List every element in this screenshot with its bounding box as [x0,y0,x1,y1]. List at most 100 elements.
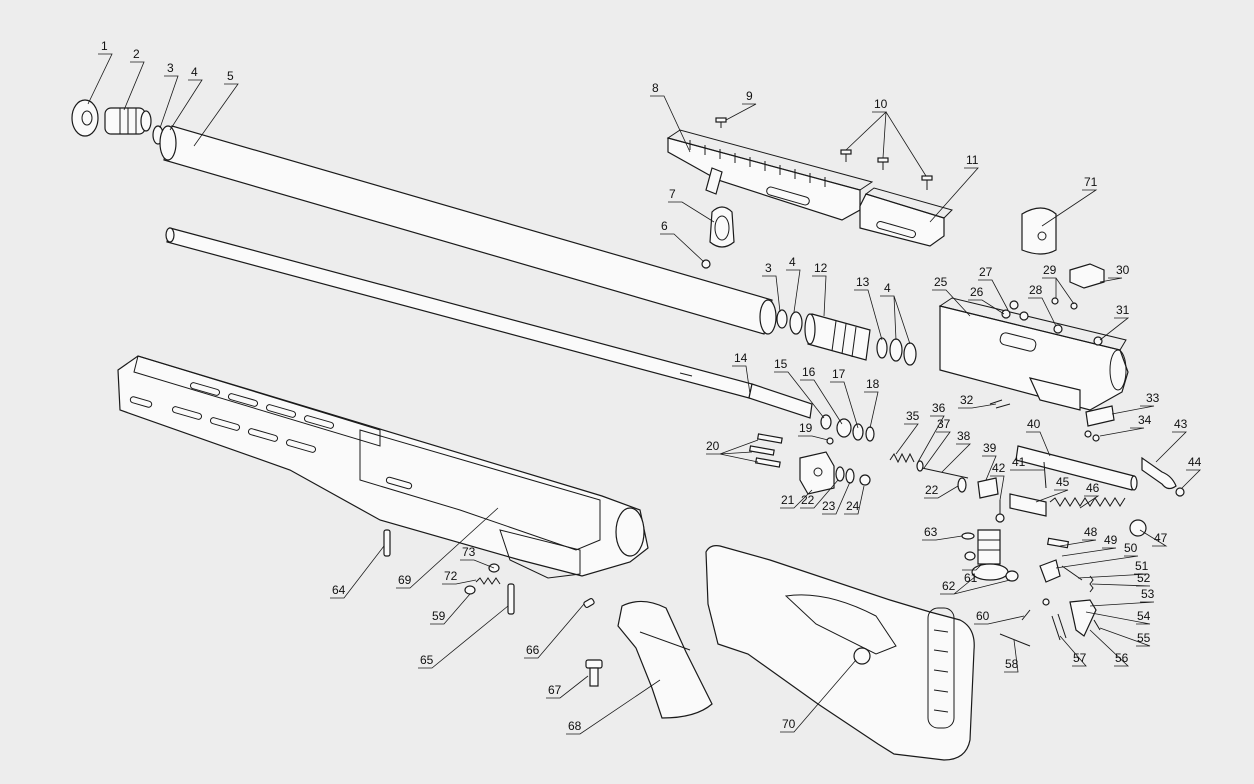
part-35-spring [889,452,915,464]
part-64-pin [383,529,391,557]
callout-3b: 3 [765,261,772,275]
callout-57: 57 [1073,651,1087,665]
callout-4: 4 [191,65,198,79]
callout-31: 31 [1116,303,1130,317]
callout-18: 18 [866,377,880,391]
part-21-block [799,451,835,495]
callout-50: 50 [1124,541,1138,555]
part-47-knob [1129,519,1147,537]
callout-22: 22 [801,493,815,507]
callout-5: 5 [227,69,234,83]
part-2-muzzle-brake [104,107,152,135]
part-66-screw [583,598,595,608]
callout-3: 3 [167,61,174,75]
callout-36: 36 [932,401,946,415]
part-23-o-ring [845,468,855,484]
part-18-o-ring [865,426,875,442]
callout-39: 39 [983,441,997,455]
callout-15: 15 [774,357,788,371]
callout-49: 49 [1104,533,1118,547]
callout-11: 11 [966,153,979,167]
callout-44: 44 [1188,455,1202,469]
callout-61: 61 [964,571,978,585]
callout-59: 59 [432,609,446,623]
callout-35: 35 [906,409,920,423]
part-17-spacer [852,423,864,441]
callout-51: 51 [1135,559,1149,573]
part-63-screw [964,551,976,561]
part-7-barrel-band [709,206,735,248]
part-4-o-ring-d [903,342,917,366]
part-67-bolt [585,659,603,687]
callout-42: 42 [992,461,1006,475]
callout-8: 8 [652,81,659,95]
callout-13: 13 [856,275,870,289]
callout-66: 66 [526,643,540,657]
callout-32: 32 [960,393,974,407]
callout-48: 48 [1084,525,1098,539]
part-30-block [1069,263,1105,289]
part-36-37-38-rods [916,460,969,479]
part-42-screw [995,500,1005,523]
callout-19: 19 [799,421,813,435]
part-71-cap [1021,207,1057,255]
part-40-bolt-tube [1015,445,1138,491]
callout-26: 26 [970,285,984,299]
part-33-plate [1085,405,1115,427]
part-63-washer [961,532,975,540]
callout-71: 71 [1084,175,1098,189]
callout-70: 70 [782,717,796,731]
callout-17: 17 [832,367,846,381]
callout-20: 20 [706,439,720,453]
part-58-pin [999,633,1031,647]
callout-22b: 22 [925,483,939,497]
part-3-o-ring-b [776,309,788,329]
callout-24: 24 [846,499,860,513]
callout-34: 34 [1138,413,1152,427]
part-10-screw-c [921,175,933,190]
part-12-valve-body [804,313,871,361]
part-26-27-28-31-screws [1001,300,1103,346]
part-39-bolt-head [977,477,999,499]
part-32-pins [989,399,1011,409]
callout-64: 64 [332,583,346,597]
callout-25: 25 [934,275,948,289]
part-59-screw [1042,598,1050,606]
part-11-rear-rail [859,187,953,247]
part-13-o-ring [876,337,888,359]
part-20-screws [748,433,783,468]
part-8-scope-rail [666,129,874,221]
callout-47: 47 [1154,531,1168,545]
part-48-54-sear-parts [1039,537,1101,637]
callout-4b: 4 [789,255,796,269]
part-46-spring [1049,497,1126,507]
callout-43: 43 [1174,417,1188,431]
part-65-screw [507,583,515,615]
callout-37: 37 [937,417,951,431]
callout-labels: 1 2 3 4 5 6 7 8 9 10 11 12 13 14 15 16 1… [101,39,1202,733]
part-34-screws [1084,430,1100,442]
callout-46: 46 [1086,481,1100,495]
callout-28: 28 [1029,283,1043,297]
callout-29: 29 [1043,263,1057,277]
callout-45: 45 [1056,475,1070,489]
part-4-o-ring-b [789,311,803,335]
callout-21: 21 [781,493,795,507]
part-60-pin [1021,609,1031,621]
part-61-nut [1005,570,1019,582]
callout-62: 62 [942,579,956,593]
callout-12: 12 [814,261,828,275]
part-41-pin [1043,461,1047,489]
callout-63: 63 [924,525,938,539]
callout-23: 23 [822,499,836,513]
part-25-receiver [938,297,1129,411]
part-19-ball [826,437,834,445]
part-14-barrel [165,227,813,419]
callout-10: 10 [874,97,888,111]
callout-67: 67 [548,683,562,697]
callout-60: 60 [976,609,990,623]
callout-54: 54 [1137,609,1151,623]
part-59-washer [464,585,476,595]
part-22-o-ring [835,466,845,482]
callout-1: 1 [101,39,108,53]
